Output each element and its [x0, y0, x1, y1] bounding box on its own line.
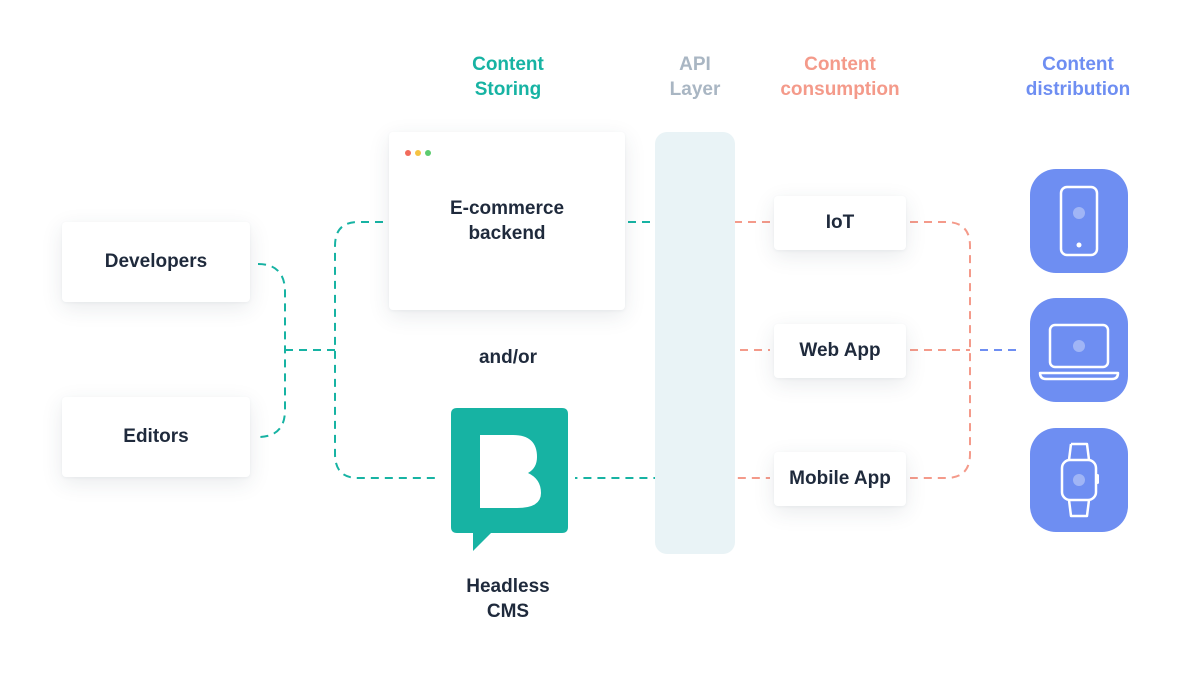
- smartwatch-device: [1030, 428, 1128, 532]
- header-content-distribution: Content distribution: [1025, 54, 1131, 100]
- header-content-storing: Content Storing: [472, 54, 544, 100]
- ecommerce-backend-label: E-commerce backend: [449, 198, 565, 244]
- laptop-device: [1030, 298, 1128, 402]
- window-dot-yellow: [415, 150, 421, 156]
- headless-cms-logo: [451, 408, 568, 551]
- iot-card: IoT: [774, 196, 906, 250]
- smartwatch-icon: [1060, 442, 1099, 518]
- header-content-consumption: Content consumption: [780, 54, 900, 100]
- window-dot-red: [405, 150, 411, 156]
- laptop-icon: [1038, 323, 1120, 381]
- window-dot-green: [425, 150, 431, 156]
- phone-icon: [1059, 185, 1099, 257]
- and-or-label: and/or: [478, 347, 538, 368]
- window-dots: [405, 150, 431, 156]
- api-layer-band: [655, 132, 735, 554]
- ecommerce-backend-window: E-commerce backend: [389, 132, 625, 310]
- phone-device: [1030, 169, 1128, 273]
- developers-card: Developers: [62, 222, 250, 302]
- mobile-app-card: Mobile App: [774, 452, 906, 506]
- headless-cms-label: Headless CMS: [466, 576, 550, 622]
- editors-card: Editors: [62, 397, 250, 477]
- header-api-layer: API Layer: [669, 54, 721, 100]
- web-app-card: Web App: [774, 324, 906, 378]
